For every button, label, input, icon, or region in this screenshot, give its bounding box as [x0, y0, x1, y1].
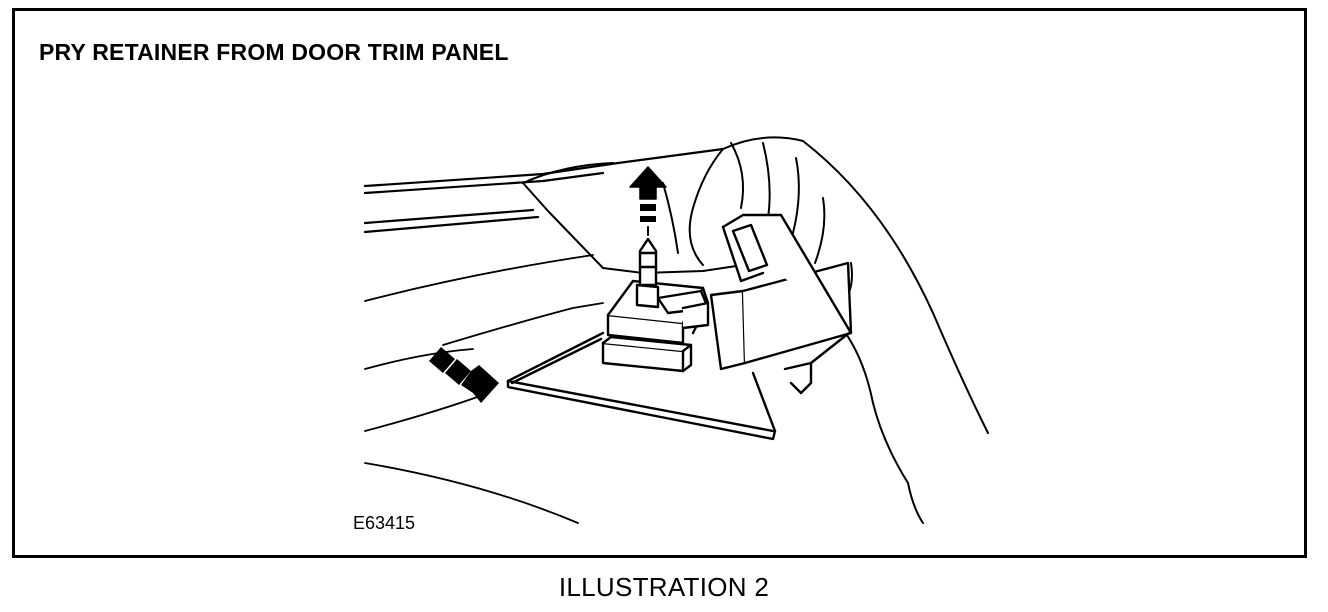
- padded-trim-section: [522, 136, 989, 524]
- illustration-caption: ILLUSTRATION 2: [558, 572, 770, 602]
- door-trim-panel-drawing: [363, 136, 989, 524]
- panel-contour-curves: [364, 254, 604, 524]
- illustration-frame: PRY RETAINER FROM DOOR TRIM PANEL: [12, 8, 1307, 558]
- retainer-pin: [638, 237, 658, 287]
- retainer-base-plate: [506, 331, 777, 441]
- door-bracket: [709, 213, 853, 395]
- arrow-right-icon: [429, 347, 499, 403]
- arrow-up-icon: [629, 166, 667, 236]
- trim-panel-edge-lines: [363, 147, 725, 234]
- illustration-heading: PRY RETAINER FROM DOOR TRIM PANEL: [39, 39, 509, 65]
- figure-code: E63415: [353, 513, 416, 533]
- retainer-clip: [601, 279, 710, 373]
